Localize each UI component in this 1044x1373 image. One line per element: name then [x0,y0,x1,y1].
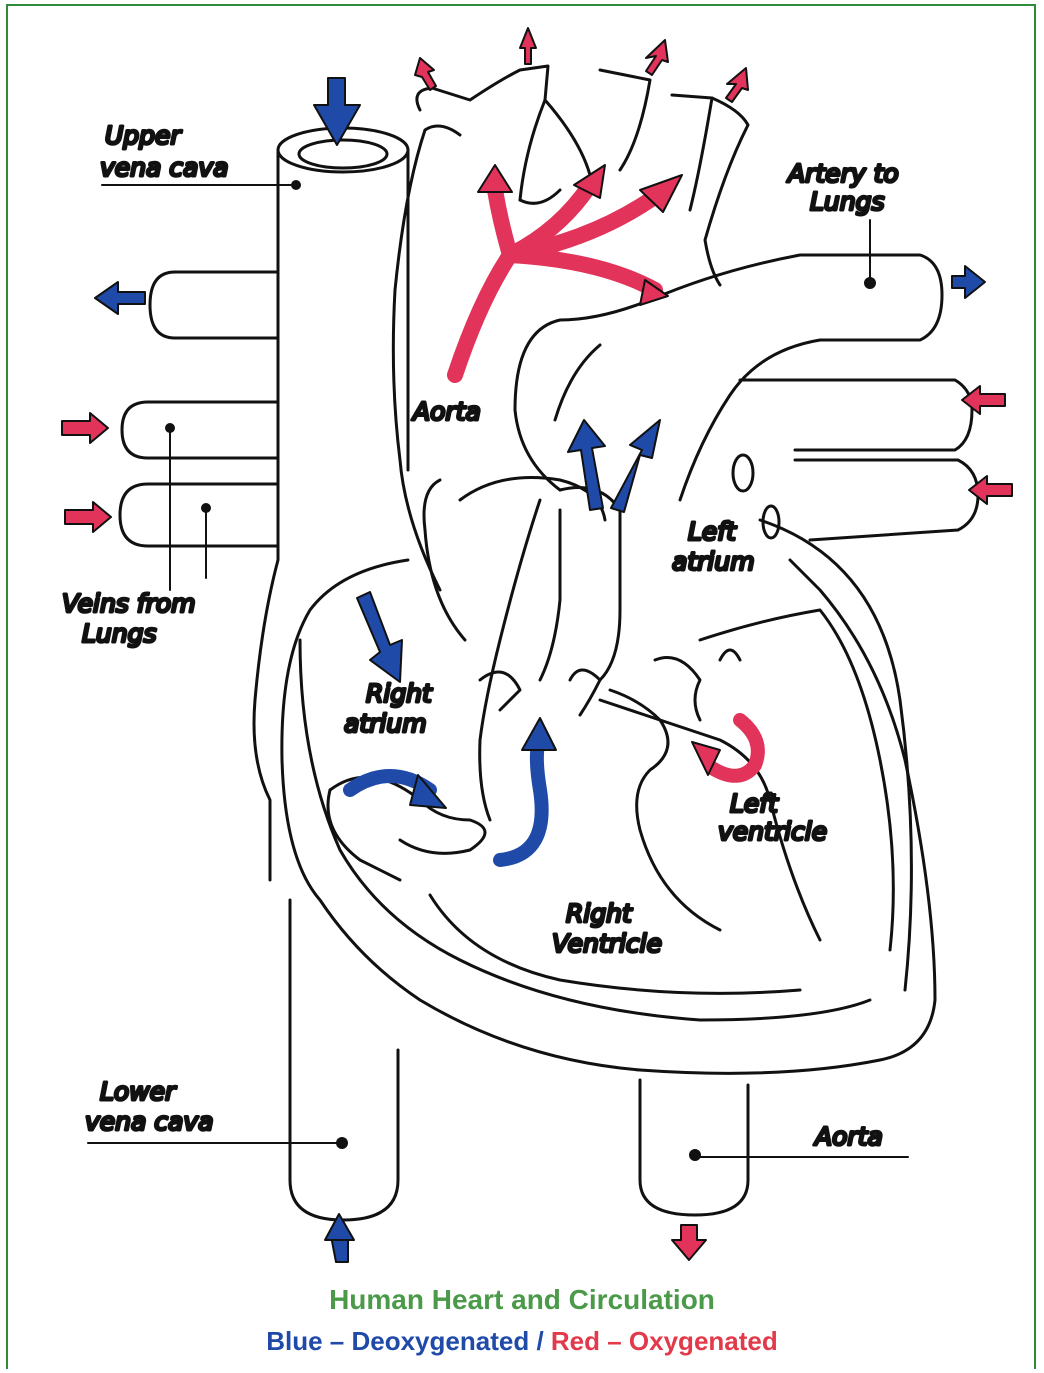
label-left-ventricle-1: Left [730,789,779,818]
legend-separator: / [529,1326,551,1356]
label-upper-vena-cava-2: vena cava [100,153,228,182]
label-lower-vena-cava-1: Lower [100,1077,177,1106]
label-aorta-top: Aorta [411,397,481,426]
left-side-tubes [120,272,278,546]
heart-body [282,520,935,1073]
color-legend: Blue – Deoxygenated / Red – Oxygenated [0,1326,1044,1357]
right-side-tubes [740,380,978,540]
label-left-atrium-2: atrium [672,547,755,576]
small-red-arrows-top [415,28,748,102]
label-veins-from-lungs-1: Veins from [62,589,196,618]
legend-oxygenated: Red – Oxygenated [551,1326,778,1356]
aortic-arch [393,66,748,590]
label-right-atrium-2: atrium [344,709,427,738]
label-lower-vena-cava-2: vena cava [85,1107,213,1136]
diagram-title: Human Heart and Circulation [0,1284,1044,1316]
label-right-ventricle-1: Right [566,899,633,928]
oxygenated-ventricle-arrow [692,720,758,776]
legend-deoxygenated: Blue – Deoxygenated [266,1326,529,1356]
deoxygenated-curved-arrows [350,745,542,860]
label-left-ventricle-2: ventricle [718,817,827,846]
upper-vena-cava [254,128,408,880]
label-veins-from-lungs-2: Lungs [82,619,157,648]
label-artery-to-lungs-1: Artery to [786,159,899,188]
lower-vena-cava [290,900,398,1220]
lower-aorta [640,1080,748,1215]
label-upper-vena-cava-1: Upper [105,121,182,150]
label-left-atrium-1: Left [688,517,737,546]
label-right-ventricle-2: Ventricle [552,929,662,958]
pulmonary-artery [515,255,942,500]
label-aorta-bottom: Aorta [813,1122,883,1151]
oxygenated-arch-arrows [455,185,655,375]
leader-lines [88,181,908,1160]
label-artery-to-lungs-2: Lungs [810,187,885,216]
label-right-atrium-1: Right [366,679,433,708]
